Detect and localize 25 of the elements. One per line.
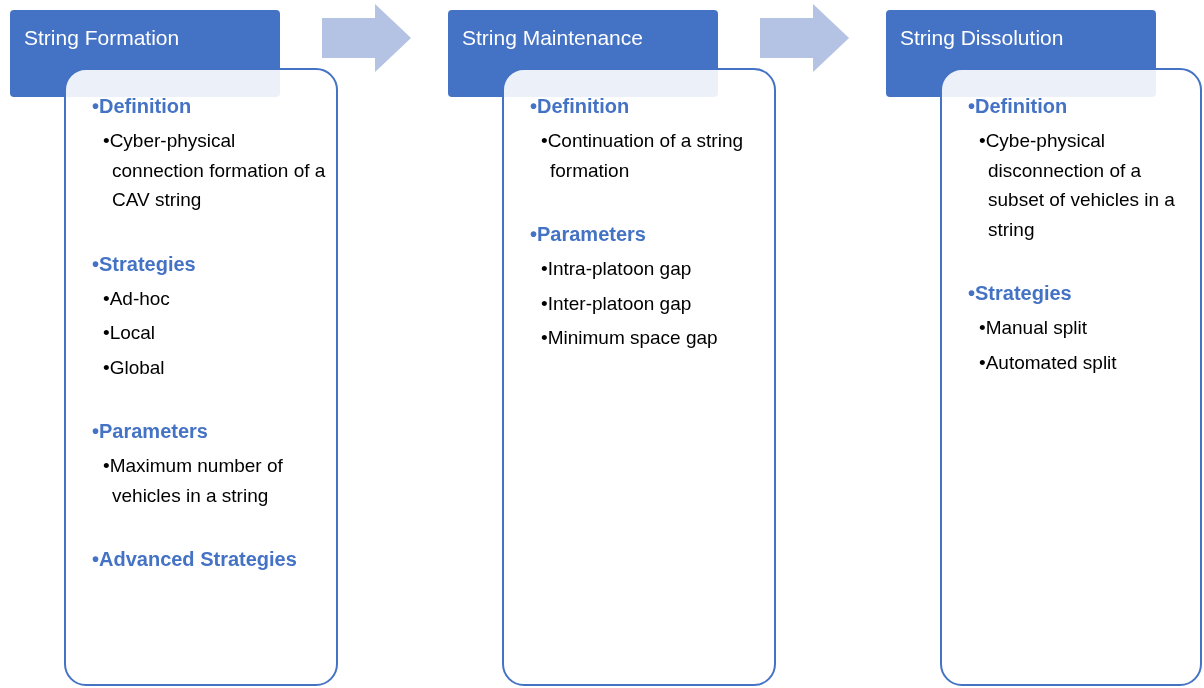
section-heading: •Parameters — [530, 222, 646, 247]
stage-card — [940, 68, 1202, 686]
section-heading: •Strategies — [92, 251, 196, 277]
section-heading: •Definition — [92, 94, 192, 119]
section-heading: •Strategies — [968, 281, 1072, 306]
bullet-item: •Local — [102, 321, 156, 345]
bullet-item: •Ad-hoc — [102, 286, 170, 311]
block-arrow — [322, 4, 412, 72]
bullet-item: •Automated split — [978, 350, 1117, 375]
section-heading: •Advanced Strategies — [92, 547, 297, 572]
section-heading: •Definition — [530, 94, 630, 119]
bullet-item: •Intra-platoon gap — [540, 257, 692, 281]
bullet-item: •Minimum space gap — [540, 326, 718, 350]
bullet-item: •Cyber-physical connection formation of a CAV string — [102, 129, 326, 212]
bullet-item: •Continuation of a string formation — [540, 129, 745, 183]
section-heading: •Definition — [968, 94, 1068, 119]
bullet-item: •Manual split — [978, 316, 1088, 340]
bullet-item: •Inter-platoon gap — [540, 291, 692, 316]
stage-card — [64, 68, 338, 686]
bullet-item: •Cybe-physical disconnection of a subset of vehicles in a string — [978, 129, 1176, 242]
stage-card — [502, 68, 776, 686]
bullet-item: •Global — [102, 355, 165, 380]
block-arrow — [760, 4, 850, 72]
bullet-item: •Maximum number of vehicles in a string — [102, 454, 284, 508]
section-heading: •Parameters — [92, 419, 208, 444]
